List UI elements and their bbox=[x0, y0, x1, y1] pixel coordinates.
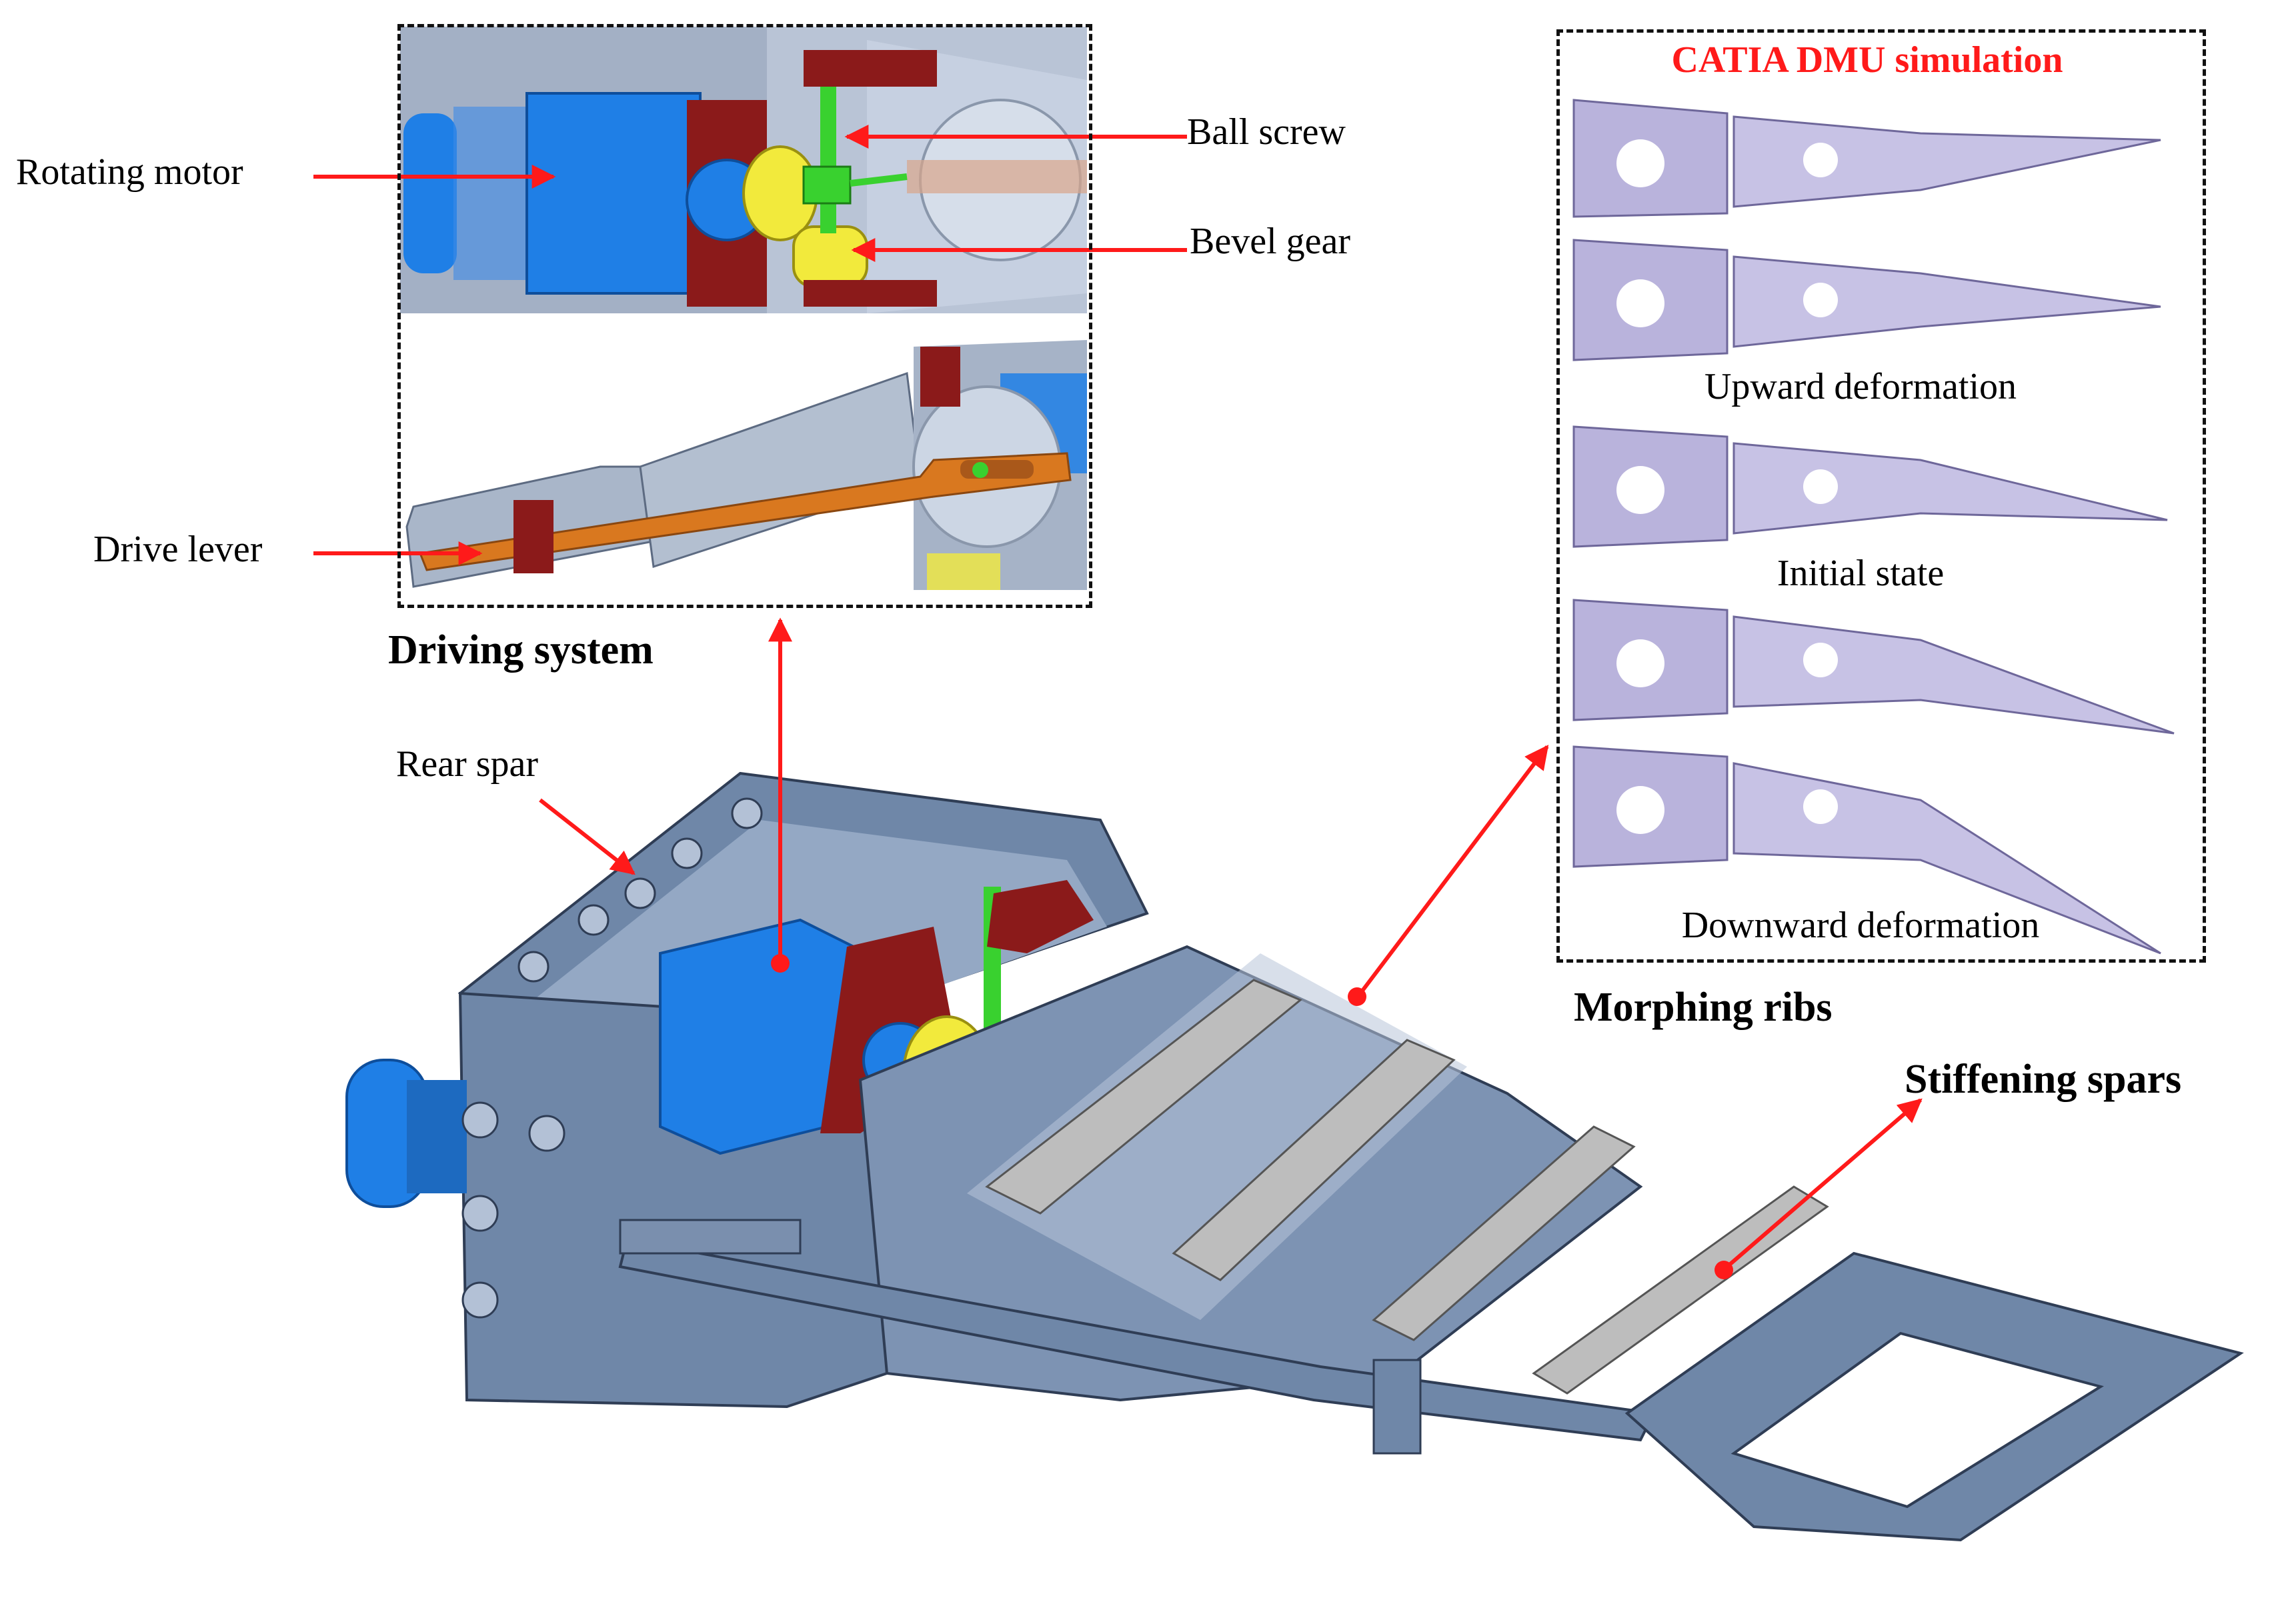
arrow-morphing-ribs bbox=[1358, 745, 1549, 995]
catia-simulation-panel bbox=[1556, 29, 2206, 963]
label-ball-screw: Ball screw bbox=[1187, 111, 1346, 153]
rib-state-downward-2 bbox=[1572, 745, 2161, 955]
label-initial-state: Initial state bbox=[1777, 553, 1945, 594]
stiffening-spar-3 bbox=[1372, 1125, 1636, 1341]
driving-system-panel bbox=[397, 24, 1092, 608]
label-drive-lever: Drive lever bbox=[93, 529, 263, 570]
label-rear-spar: Rear spar bbox=[396, 743, 539, 785]
stiffening-spar-1 bbox=[985, 979, 1302, 1215]
arrow-rear-spar bbox=[539, 798, 636, 875]
label-morphing-ribs: Morphing ribs bbox=[1574, 985, 1833, 1030]
driving-system-inset-bottom bbox=[405, 340, 1087, 590]
label-bevel-gear: Bevel gear bbox=[1190, 221, 1350, 262]
ball-screw-shape bbox=[820, 73, 836, 233]
rib-state-upward-2 bbox=[1572, 239, 2161, 361]
rib-state-upward-1 bbox=[1572, 99, 2161, 218]
label-rotating-motor: Rotating motor bbox=[16, 151, 243, 193]
label-driving-system: Driving system bbox=[388, 627, 654, 673]
drive-lever-shape bbox=[418, 452, 1072, 571]
label-stiffening-spars: Stiffening spars bbox=[1905, 1057, 2182, 1102]
label-catia-title: CATIA DMU simulation bbox=[1671, 39, 2063, 81]
morphing-ribs-panel bbox=[1572, 99, 2175, 955]
rotating-motor-body-top bbox=[525, 92, 702, 295]
stiffening-spar-2 bbox=[1172, 1039, 1456, 1281]
main-assembly bbox=[345, 771, 2244, 1542]
arrow-stiffening-spars bbox=[1726, 1098, 1923, 1269]
driving-system-inset-top bbox=[400, 27, 1087, 313]
stiffening-spar-4 bbox=[1532, 1185, 1829, 1395]
label-downward-deformation: Downward deformation bbox=[1681, 905, 2040, 946]
rib-state-downward-1 bbox=[1572, 599, 2175, 735]
motor-cap-top bbox=[403, 113, 457, 273]
label-upward-deformation: Upward deformation bbox=[1704, 366, 2017, 407]
rib-state-initial bbox=[1572, 425, 2168, 548]
